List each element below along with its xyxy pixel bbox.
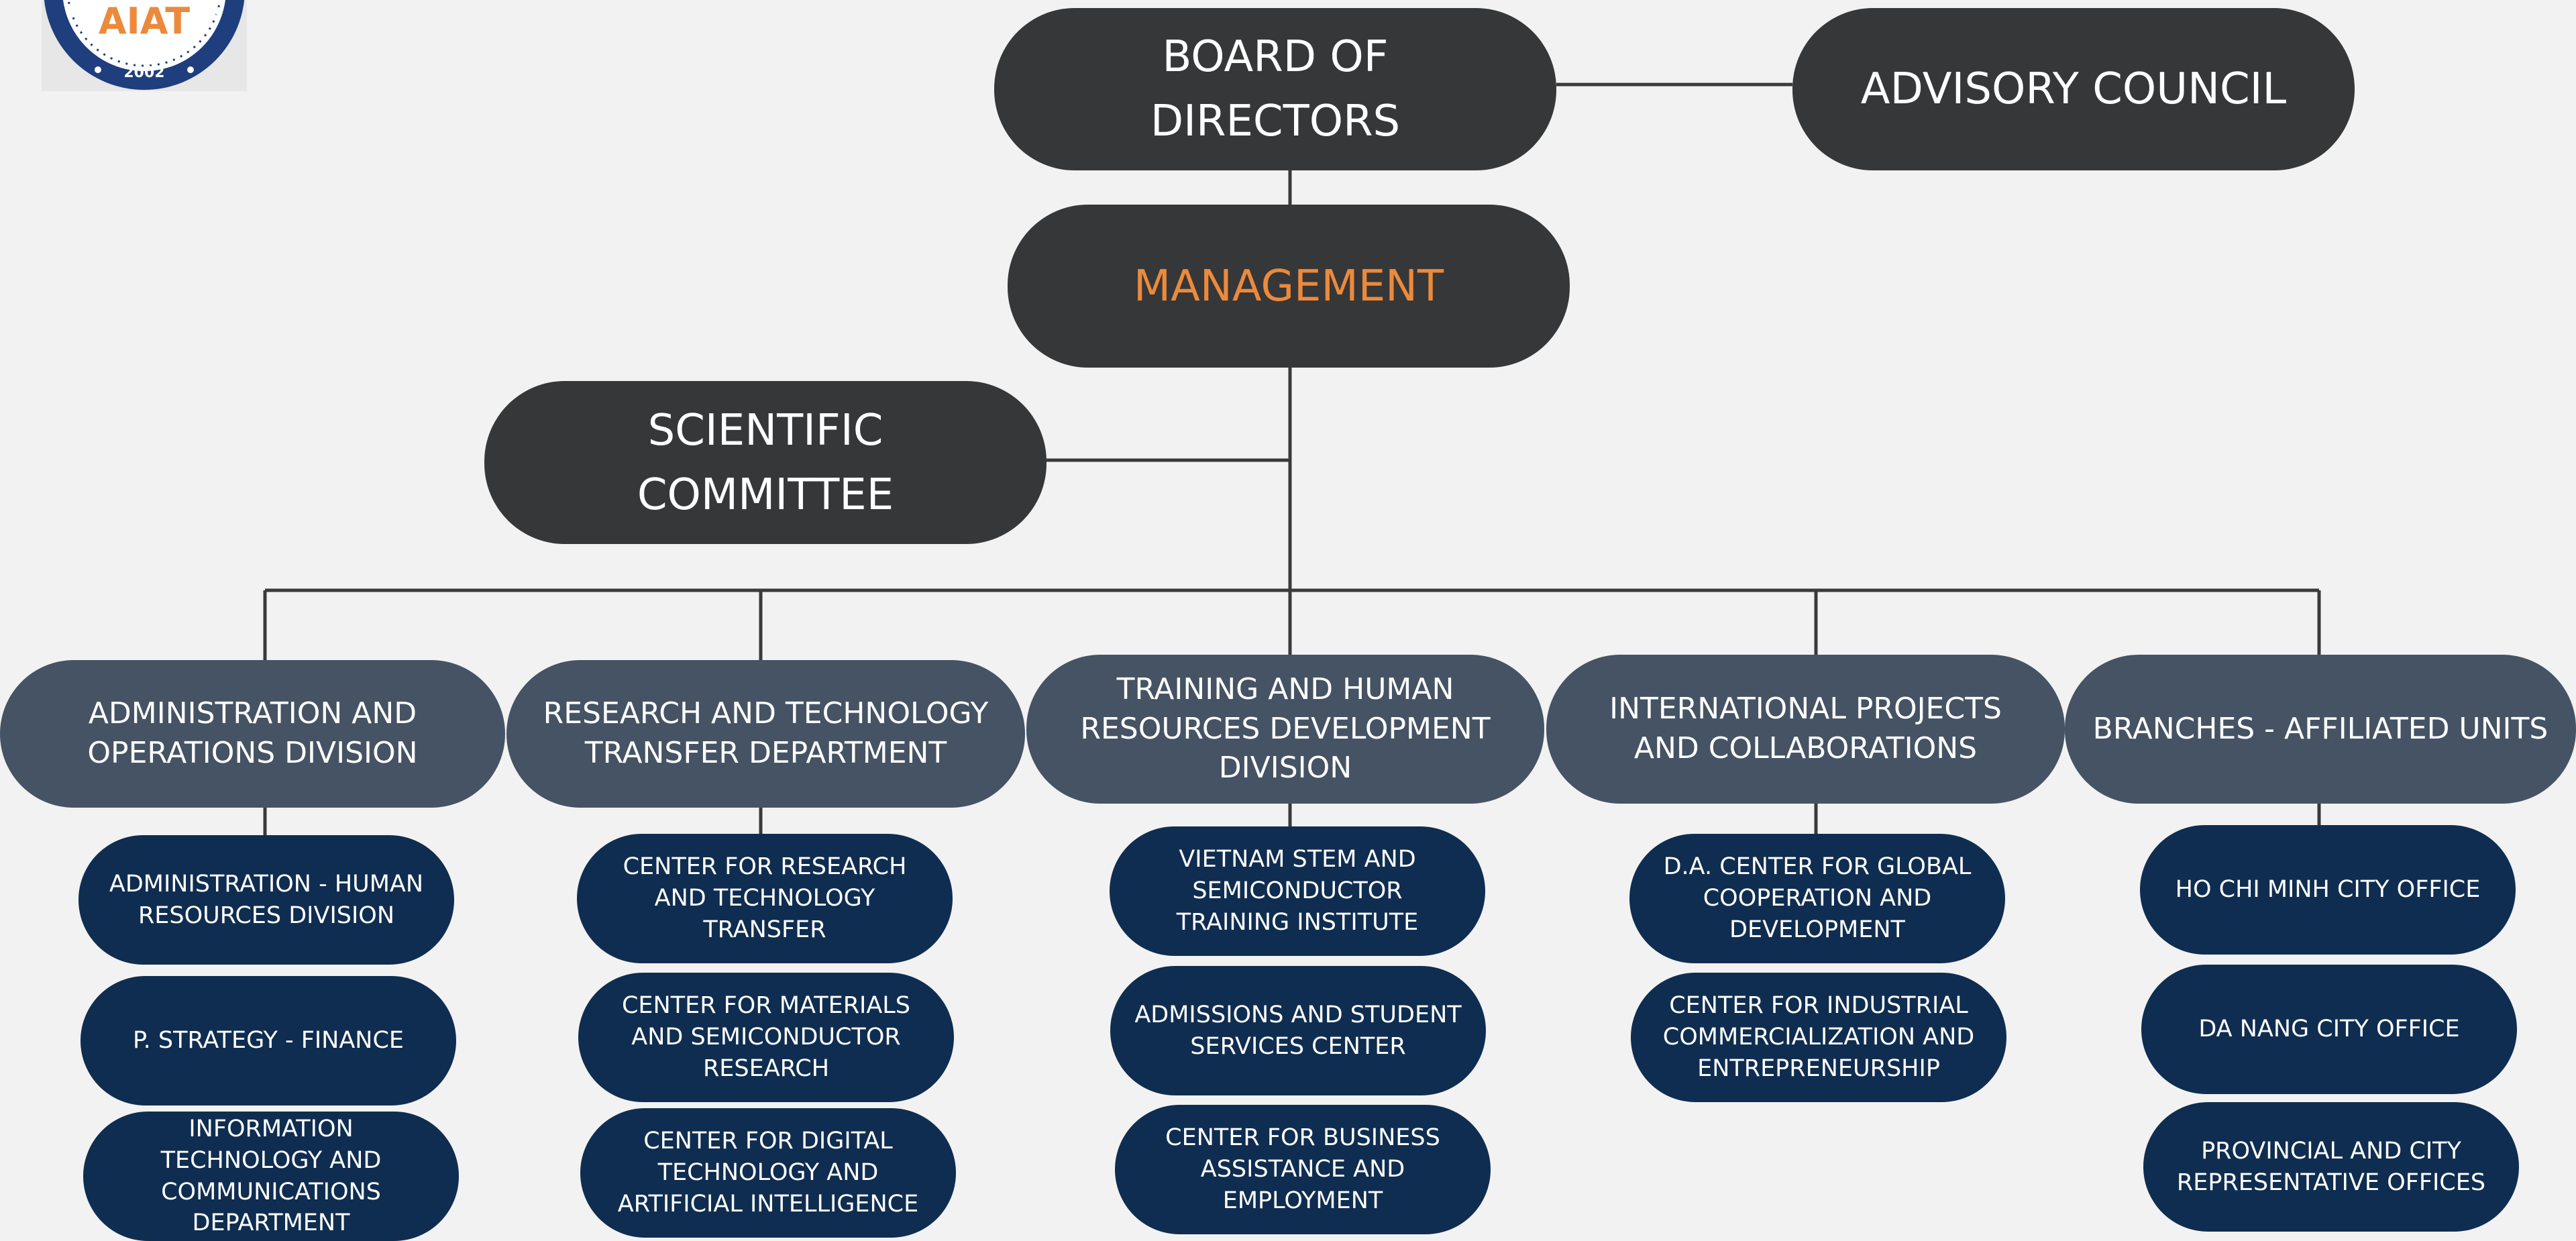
advisory-council-box[interactable]: ADVISORY COUNCIL bbox=[1792, 8, 2355, 170]
logo-emblem-icon bbox=[44, 0, 245, 90]
unit-admin-hr-division[interactable]: ADMINISTRATION - HUMAN RESOURCES DIVISIO… bbox=[78, 835, 454, 965]
logo-year: 2002 bbox=[123, 64, 165, 81]
division-training-hr-development[interactable]: TRAINING AND HUMAN RESOURCES DEVELOPMENT… bbox=[1026, 655, 1544, 804]
unit-global-cooperation-center[interactable]: D.A. CENTER FOR GLOBAL COOPERATION AND D… bbox=[1629, 834, 2005, 963]
management-box[interactable]: MANAGEMENT bbox=[1008, 205, 1570, 368]
board-of-directors-box[interactable]: BOARD OF DIRECTORS bbox=[994, 8, 1556, 170]
logo-text: AIAT bbox=[98, 0, 191, 42]
division-research-technology-transfer[interactable]: RESEARCH AND TECHNOLOGY TRANSFER DEPARTM… bbox=[506, 660, 1025, 808]
unit-vietnam-stem-institute[interactable]: VIETNAM STEM AND SEMICONDUCTOR TRAINING … bbox=[1110, 826, 1485, 956]
unit-da-nang-city-office[interactable]: DA NANG CITY OFFICE bbox=[2141, 965, 2517, 1094]
division-administration-operations[interactable]: ADMINISTRATION AND OPERATIONS DIVISION bbox=[0, 660, 505, 808]
unit-ho-chi-minh-city-office[interactable]: HO CHI MINH CITY OFFICE bbox=[2140, 825, 2516, 955]
unit-materials-semiconductor-center[interactable]: CENTER FOR MATERIALS AND SEMICONDUCTOR R… bbox=[578, 973, 954, 1102]
division-international-projects[interactable]: INTERNATIONAL PROJECTS AND COLLABORATION… bbox=[1546, 655, 2065, 804]
aiat-logo: AIAT 2002 bbox=[42, 0, 247, 91]
unit-research-technology-transfer-center[interactable]: CENTER FOR RESEARCH AND TECHNOLOGY TRANS… bbox=[577, 834, 953, 963]
scientific-committee-box[interactable]: SCIENTIFIC COMMITTEE bbox=[484, 381, 1046, 544]
unit-strategy-finance[interactable]: P. STRATEGY - FINANCE bbox=[80, 976, 456, 1105]
unit-business-assistance-employment[interactable]: CENTER FOR BUSINESS ASSISTANCE AND EMPLO… bbox=[1115, 1105, 1491, 1234]
unit-digital-technology-ai-center[interactable]: CENTER FOR DIGITAL TECHNOLOGY AND ARTIFI… bbox=[580, 1108, 956, 1238]
unit-it-communications[interactable]: INFORMATION TECHNOLOGY AND COMMUNICATION… bbox=[83, 1112, 459, 1241]
unit-admissions-student-services[interactable]: ADMISSIONS AND STUDENT SERVICES CENTER bbox=[1110, 966, 1486, 1095]
division-branches-affiliated-units[interactable]: BRANCHES - AFFILIATED UNITS bbox=[2065, 655, 2576, 804]
unit-industrial-commercialization-center[interactable]: CENTER FOR INDUSTRIAL COMMERCIALIZATION … bbox=[1631, 973, 2006, 1102]
unit-provincial-city-offices[interactable]: PROVINCIAL AND CITY REPRESENTATIVE OFFIC… bbox=[2143, 1102, 2519, 1232]
